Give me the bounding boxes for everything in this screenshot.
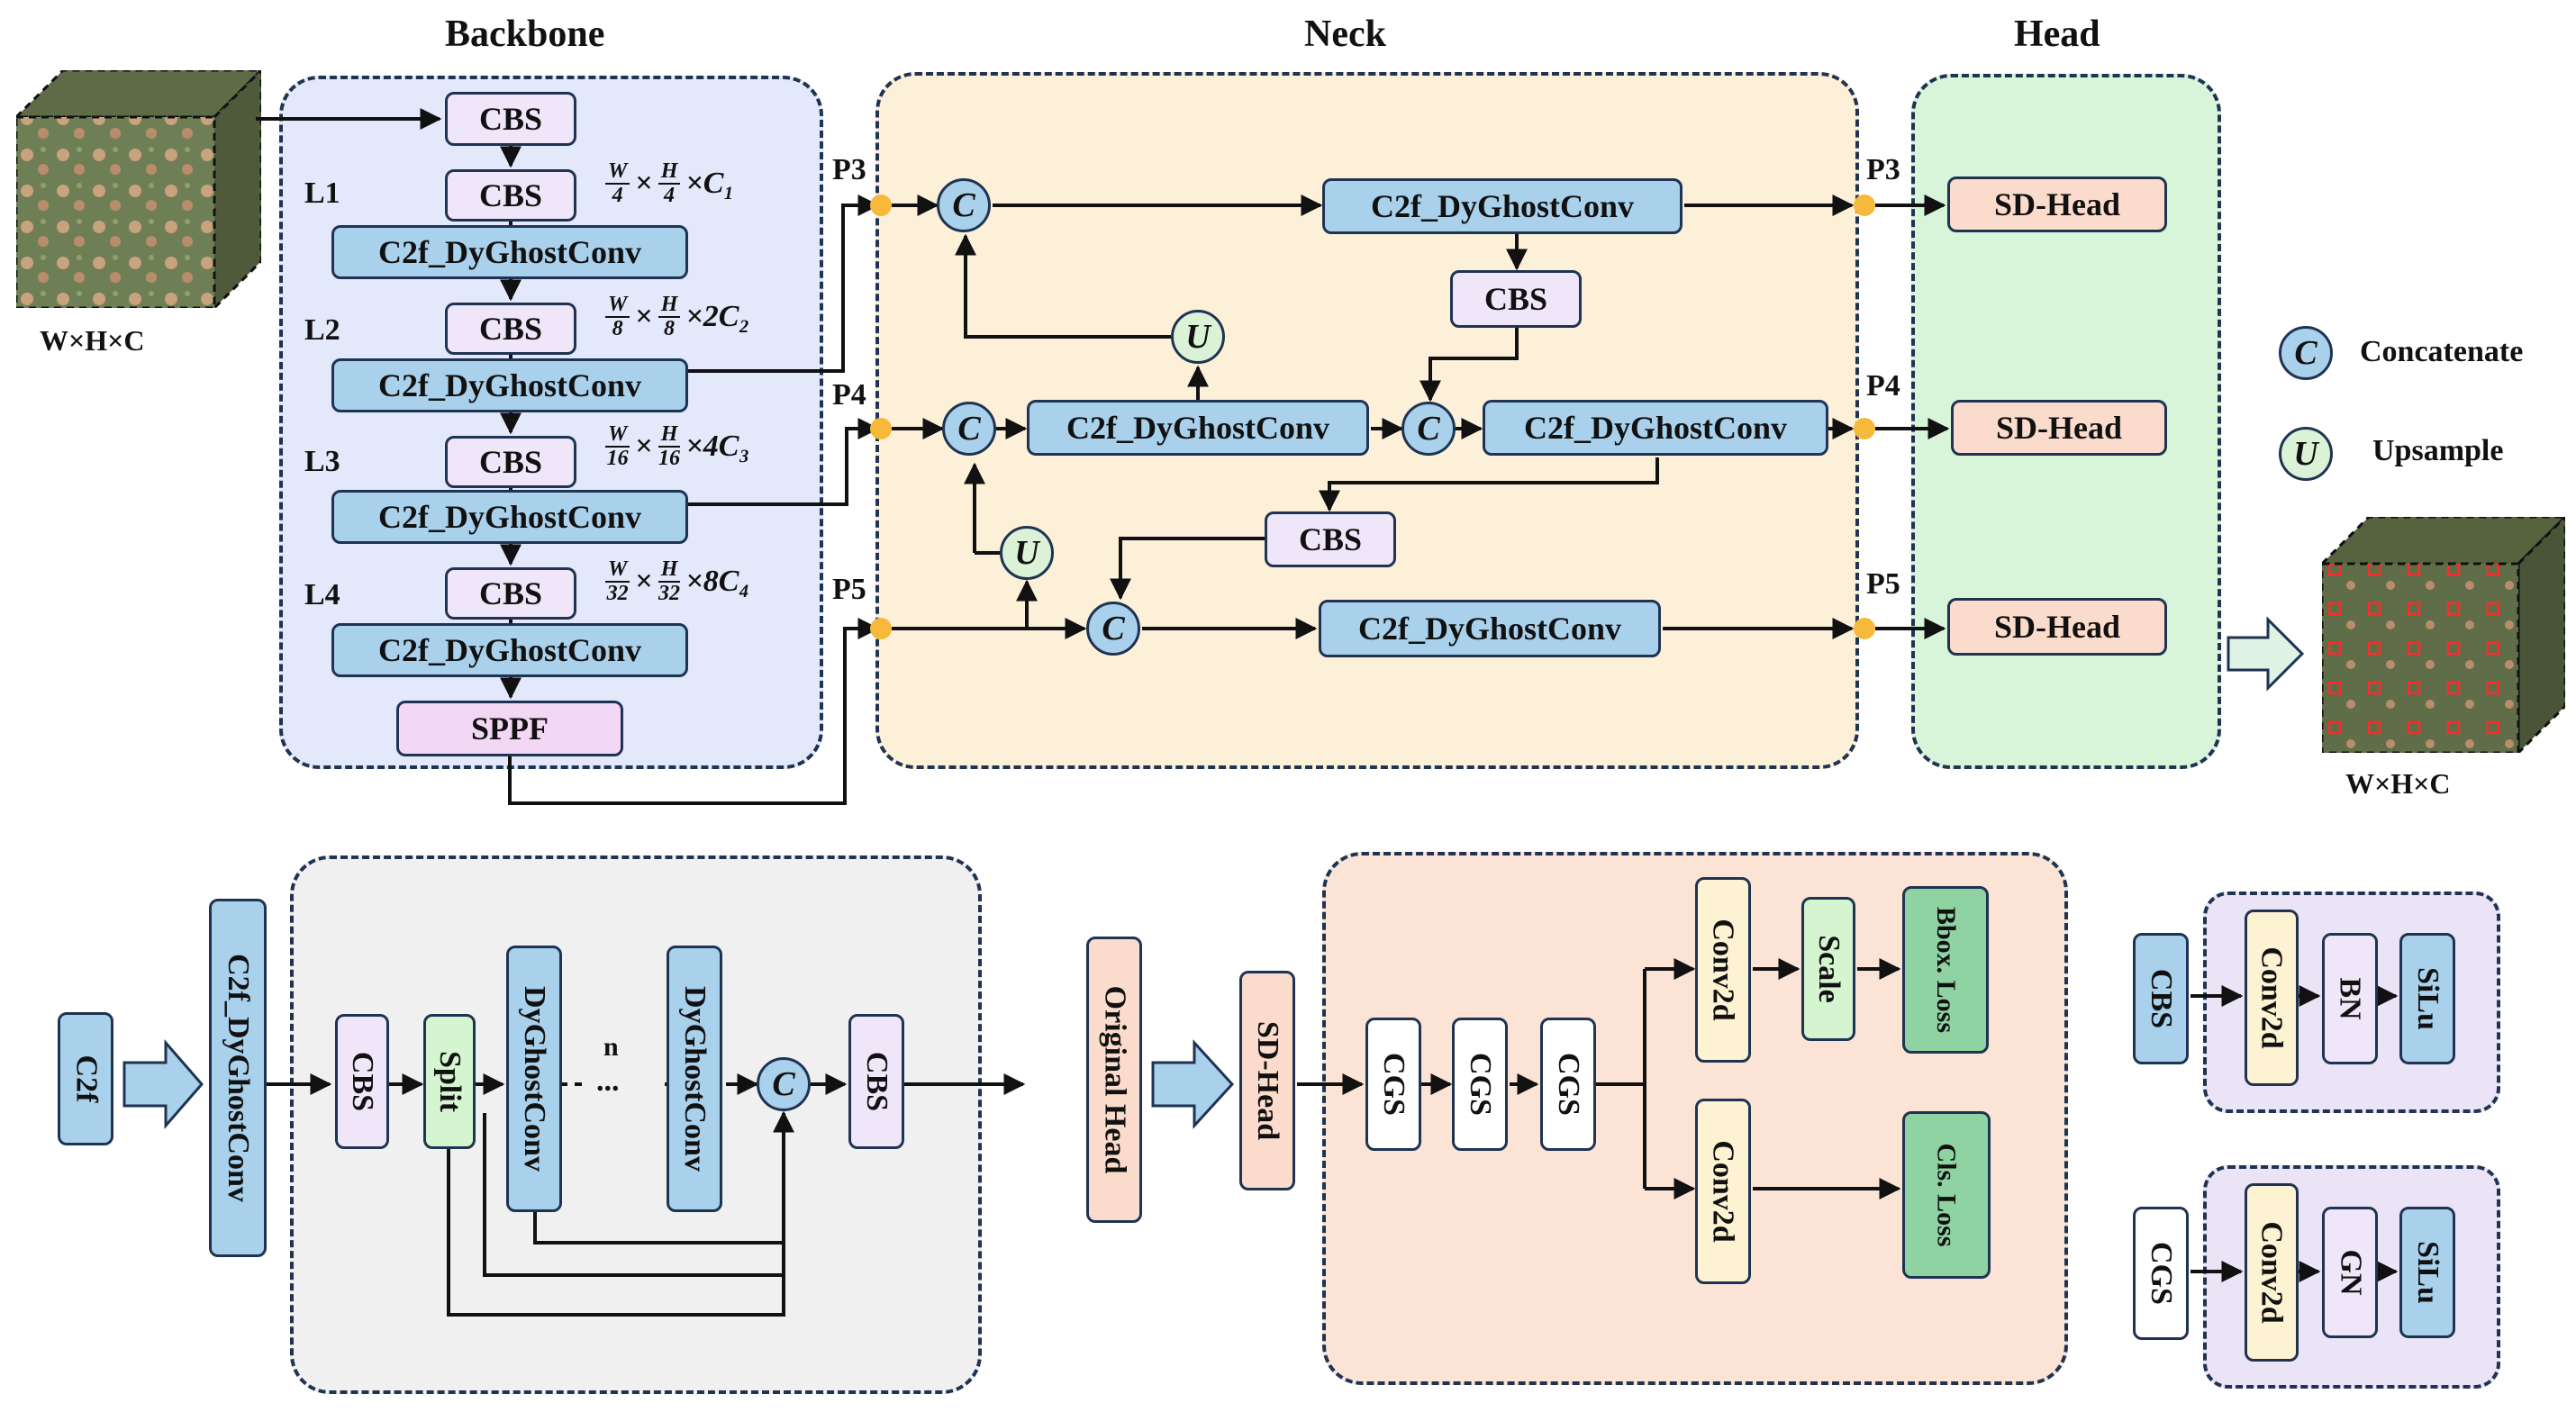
backbone-cbs-2: CBS: [445, 303, 576, 355]
cbs-def-label-block: CBS: [2133, 933, 2189, 1064]
level-label-l2: L2: [304, 313, 340, 347]
cls-loss-block: Cls. Loss: [1902, 1111, 1991, 1279]
backbone-title: Backbone: [445, 14, 605, 55]
legend-concat-label: Concatenate: [2360, 335, 2524, 368]
neck-concat-p4-left: C: [942, 402, 996, 456]
backbone-cbs-4: CBS: [445, 567, 576, 620]
backbone-c2f-1: C2f_DyGhostConv: [331, 225, 688, 279]
neck-concat-p4-right: C: [1401, 402, 1456, 456]
legend-concat-icon: C: [2279, 326, 2333, 380]
neck-concat-p3: C: [937, 178, 991, 232]
cgs-def-gn: GN: [2322, 1207, 2378, 1338]
port-label-p4-left: P4: [832, 378, 866, 412]
output-size-label: W×H×C: [2345, 767, 2451, 800]
cgs-block-1: CGS: [1365, 1018, 1421, 1151]
neck-upsample-upper: U: [1171, 310, 1225, 364]
port-label-p3-right: P3: [1866, 153, 1900, 186]
c2f-dyghostconv-block: C2f_DyGhostConv: [209, 899, 267, 1257]
conv2d-block-cls: Conv2d: [1695, 1099, 1751, 1284]
head-title: Head: [2014, 14, 2100, 55]
port-label-p3-left: P3: [832, 153, 866, 186]
cgs-block-3: CGS: [1540, 1018, 1596, 1151]
neck-concat-p5: C: [1086, 602, 1140, 656]
port-dot-p3-out: [1854, 195, 1875, 216]
backbone-cbs-1: CBS: [445, 169, 576, 222]
original-head-block: Original Head: [1086, 937, 1142, 1223]
bbox-loss-block: Bbox. Loss: [1902, 886, 1989, 1054]
legend-upsample-label: Upsample: [2372, 434, 2504, 467]
backbone-c2f-3: C2f_DyGhostConv: [331, 490, 688, 544]
conv2d-block-bbox: Conv2d: [1695, 877, 1751, 1063]
repeat-count-label: n: [603, 1032, 619, 1062]
scale-block: Scale: [1801, 897, 1855, 1041]
dyghostconv-block-n: DyGhostConv: [667, 946, 722, 1212]
cgs-def-conv2d: Conv2d: [2245, 1183, 2299, 1362]
cgs-def-silu: SiLu: [2399, 1207, 2455, 1338]
port-dot-p5-in: [870, 618, 892, 639]
level-label-l4: L4: [304, 578, 340, 611]
dyghostconv-block-1: DyGhostConv: [506, 946, 562, 1212]
port-dot-p4-out: [1854, 418, 1875, 439]
neck-title: Neck: [1304, 14, 1386, 55]
neck-c2f-p3: C2f_DyGhostConv: [1322, 178, 1683, 234]
neck-c2f-p4-left: C2f_DyGhostConv: [1027, 400, 1369, 456]
cgs-block-2: CGS: [1452, 1018, 1508, 1151]
neck-c2f-p5: C2f_DyGhostConv: [1319, 600, 1661, 657]
backbone-c2f-2: C2f_DyGhostConv: [331, 358, 688, 412]
level-label-l3: L3: [304, 445, 340, 478]
port-dot-p4-in: [870, 418, 892, 439]
cgs-def-label-block: CGS: [2133, 1207, 2189, 1340]
port-dot-p5-out: [1854, 618, 1875, 639]
backbone-cbs-0: CBS: [445, 92, 576, 146]
backbone-sppf: SPPF: [396, 701, 623, 756]
c2f-detail-concat: C: [757, 1057, 811, 1111]
output-image-cube: [2322, 517, 2565, 753]
cbs-def-bn: BN: [2322, 933, 2378, 1064]
backbone-c2f-4: C2f_DyGhostConv: [331, 623, 688, 677]
port-label-p5-right: P5: [1866, 567, 1900, 601]
cbs-def-silu: SiLu: [2399, 933, 2455, 1064]
cbs-def-conv2d: Conv2d: [2245, 910, 2299, 1086]
sd-head-p5: SD-Head: [1947, 598, 2167, 656]
neck-cbs-upper: CBS: [1450, 270, 1582, 328]
input-size-label: W×H×C: [40, 324, 145, 357]
legend-upsample-icon: U: [2279, 427, 2333, 481]
neck-upsample-lower: U: [1000, 526, 1054, 580]
sd-head-block: SD-Head: [1239, 971, 1295, 1190]
input-image-cube: [16, 70, 261, 308]
port-label-p5-left: P5: [832, 573, 866, 606]
ellipsis: ...: [596, 1064, 620, 1098]
level-label-l1: L1: [304, 176, 340, 210]
sd-head-p4: SD-Head: [1951, 400, 2167, 456]
port-dot-p3-in: [870, 195, 892, 216]
backbone-cbs-3: CBS: [445, 436, 576, 488]
c2f-detail-cbs-out: CBS: [848, 1014, 904, 1149]
split-block: Split: [423, 1014, 476, 1149]
c2f-detail-cbs-in: CBS: [335, 1014, 389, 1149]
neck-c2f-p4-right: C2f_DyGhostConv: [1483, 400, 1828, 456]
port-label-p4-right: P4: [1866, 369, 1900, 403]
neck-cbs-lower: CBS: [1265, 511, 1396, 567]
sd-head-p3: SD-Head: [1947, 176, 2167, 232]
c2f-block: C2f: [58, 1012, 113, 1145]
